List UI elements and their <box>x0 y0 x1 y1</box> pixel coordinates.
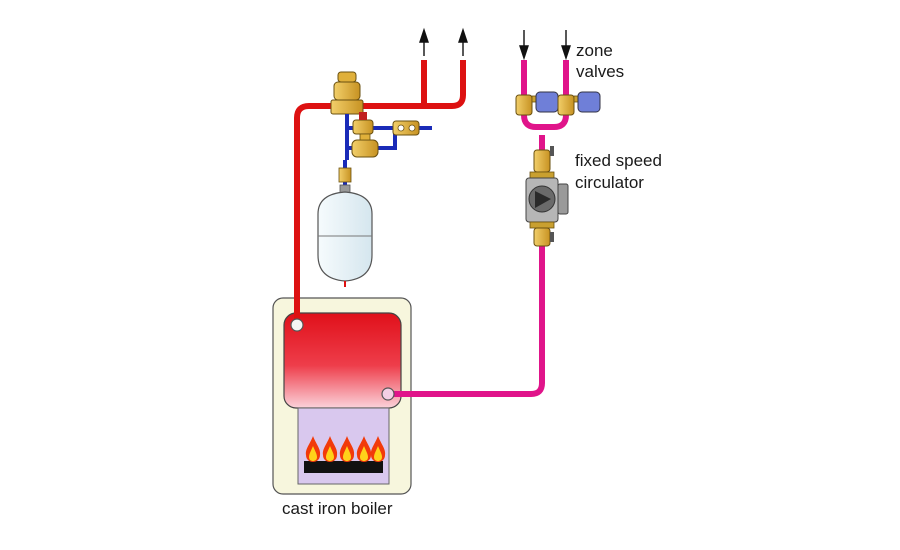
burner-flames <box>305 436 386 462</box>
pressure-reducing-valve <box>351 112 379 158</box>
flame-icon <box>305 436 321 462</box>
boiler-label: cast iron boiler <box>282 499 393 518</box>
flame-icon <box>356 436 372 462</box>
flame-icon <box>370 436 386 462</box>
zone-valve-left <box>515 91 559 116</box>
zone-valves-label-line1: zone <box>576 41 613 60</box>
expansion-tank <box>317 160 373 287</box>
air-separator <box>330 71 364 122</box>
arrow-down-icon <box>561 30 571 61</box>
circulator-label-line2: circulator <box>575 173 644 192</box>
backflow-preventer <box>392 120 420 136</box>
flow-arrows <box>419 27 571 61</box>
arrow-down-icon <box>519 30 529 61</box>
flame-icon <box>322 436 338 462</box>
burner-bar <box>304 461 383 473</box>
supply-piping <box>294 60 466 325</box>
zone-valves-label-line2: valves <box>576 62 625 81</box>
supply-riser <box>294 60 466 325</box>
supply-outlet <box>290 318 304 332</box>
return-inlet <box>381 387 395 401</box>
arrow-up-icon <box>419 27 429 56</box>
zone-valve-right <box>557 91 601 116</box>
arrow-up-icon <box>458 27 468 56</box>
return-main <box>388 135 545 397</box>
boiler <box>272 297 412 495</box>
flame-icon <box>339 436 355 462</box>
circulator <box>525 146 569 247</box>
circulator-label-line1: fixed speed <box>575 151 662 170</box>
